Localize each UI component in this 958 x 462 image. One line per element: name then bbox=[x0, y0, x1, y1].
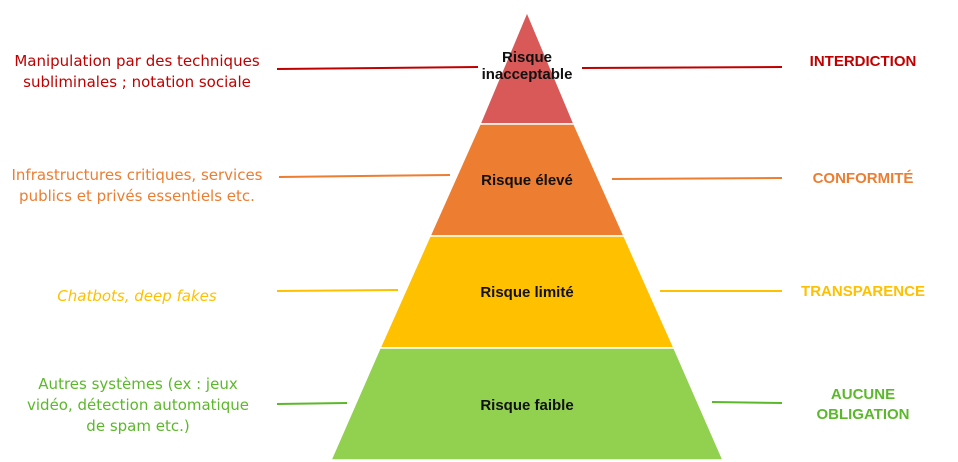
pyramid-tier-minimal bbox=[329, 347, 725, 461]
example-minimal: Autres systèmes (ex : jeux vidéo, détect… bbox=[27, 375, 249, 435]
obligation-minimal: AUCUNE OBLIGATION bbox=[816, 386, 910, 423]
connector-left-high bbox=[278, 174, 451, 178]
connector-left-minimal bbox=[276, 402, 348, 405]
connector-left-limited bbox=[276, 289, 399, 292]
tier-label-minimal: Risque faible bbox=[480, 397, 574, 414]
obligation-unacceptable: INTERDICTION bbox=[809, 53, 917, 70]
example-unacceptable: Manipulation par des techniques sublimin… bbox=[14, 52, 260, 91]
tier-label-limited: Risque limité bbox=[480, 284, 574, 301]
obligation-high: CONFORMITÉ bbox=[812, 170, 914, 187]
tier-label-unacceptable: Risque inacceptable bbox=[481, 49, 573, 83]
connector-right-high bbox=[611, 177, 783, 180]
example-high: Infrastructures critiques, services publ… bbox=[11, 166, 263, 205]
connector-left-unacceptable bbox=[276, 66, 479, 70]
connector-right-minimal bbox=[711, 401, 783, 404]
tier-label-high: Risque élevé bbox=[481, 172, 573, 189]
obligation-limited: TRANSPARENCE bbox=[801, 283, 925, 300]
connector-right-unacceptable bbox=[581, 66, 783, 69]
example-limited: Chatbots, deep fakes bbox=[57, 287, 217, 305]
